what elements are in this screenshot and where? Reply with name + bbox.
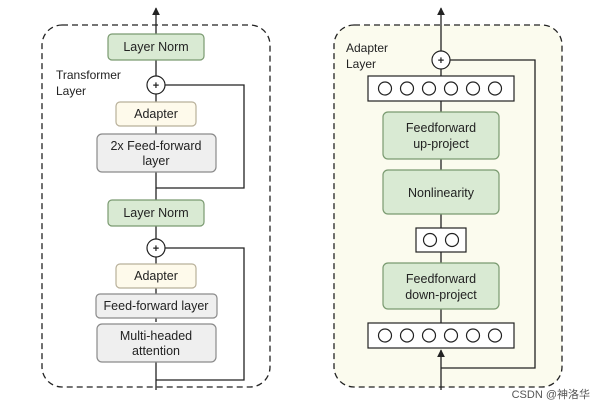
- residual-add-top-icon: [146, 75, 166, 95]
- watermark-text: CSDN @神洛华: [512, 387, 590, 401]
- transformer-layer-title-line2: Layer: [56, 84, 86, 98]
- residual-connection-bottom: [156, 247, 245, 381]
- feedforward-down-project-box: [382, 262, 500, 310]
- layer-norm-top-box: [107, 33, 205, 61]
- neuron-icon: [465, 328, 481, 343]
- neuron-icon: [487, 81, 503, 96]
- neuron-icon: [377, 81, 393, 96]
- feedforward-up-project-label-line1: Feedforward: [406, 121, 476, 135]
- output-vector-neurons: [377, 81, 503, 96]
- adapter-bottom-box: [115, 263, 197, 289]
- feedforward-up-project-box: [382, 111, 500, 160]
- adapter-bottom-label: Adapter: [134, 269, 178, 283]
- neuron-icon: [487, 328, 503, 343]
- bottleneck-vector-neurons: [422, 232, 460, 248]
- adapter-top-label: Adapter: [134, 107, 178, 121]
- residual-connection-top: [156, 84, 245, 189]
- adapter-add-icon: [431, 50, 451, 70]
- multi-headed-attention-label-line2: attention: [132, 344, 180, 358]
- feedforward-up-project-label-line2: up-project: [413, 137, 469, 151]
- feed-forward-2x-label-line1: 2x Feed-forward: [110, 139, 201, 153]
- residual-add-bottom-icon: [146, 238, 166, 258]
- feed-forward-layer-box: [95, 293, 218, 319]
- plus-symbol: +: [438, 55, 444, 67]
- nonlinearity-box: [382, 169, 500, 215]
- neuron-icon: [421, 328, 437, 343]
- neuron-icon: [421, 81, 437, 96]
- neuron-icon: [399, 81, 415, 96]
- neuron-icon: [443, 328, 459, 343]
- feed-forward-layer-label: Feed-forward layer: [104, 299, 209, 313]
- layer-norm-top-label: Layer Norm: [123, 40, 188, 54]
- neuron-icon: [444, 232, 460, 248]
- neuron-icon: [443, 81, 459, 96]
- layer-norm-mid-label: Layer Norm: [123, 206, 188, 220]
- multi-headed-attention-box: [96, 323, 217, 363]
- multi-headed-attention-label-line1: Multi-headed: [120, 329, 192, 343]
- feed-forward-2x-box: [96, 133, 217, 173]
- nonlinearity-label: Nonlinearity: [408, 186, 475, 200]
- neuron-icon: [377, 328, 393, 343]
- feed-forward-2x-label-line2: layer: [142, 154, 169, 168]
- layer-norm-mid-box: [107, 199, 205, 227]
- transformer-layer-title-line1: Transformer: [56, 68, 121, 82]
- adapter-layer-title-line1: Adapter: [346, 41, 388, 55]
- input-vector-neurons: [377, 328, 503, 343]
- neuron-icon: [465, 81, 481, 96]
- plus-symbol: +: [153, 80, 159, 92]
- adapter-layer-title-line2: Layer: [346, 57, 376, 71]
- neuron-icon: [422, 232, 438, 248]
- adapter-top-box: [115, 101, 197, 127]
- plus-symbol: +: [153, 243, 159, 255]
- feedforward-down-project-label-line2: down-project: [405, 288, 477, 302]
- adapter-skip-connection: [441, 59, 536, 369]
- neuron-icon: [399, 328, 415, 343]
- feedforward-down-project-label-line1: Feedforward: [406, 272, 476, 286]
